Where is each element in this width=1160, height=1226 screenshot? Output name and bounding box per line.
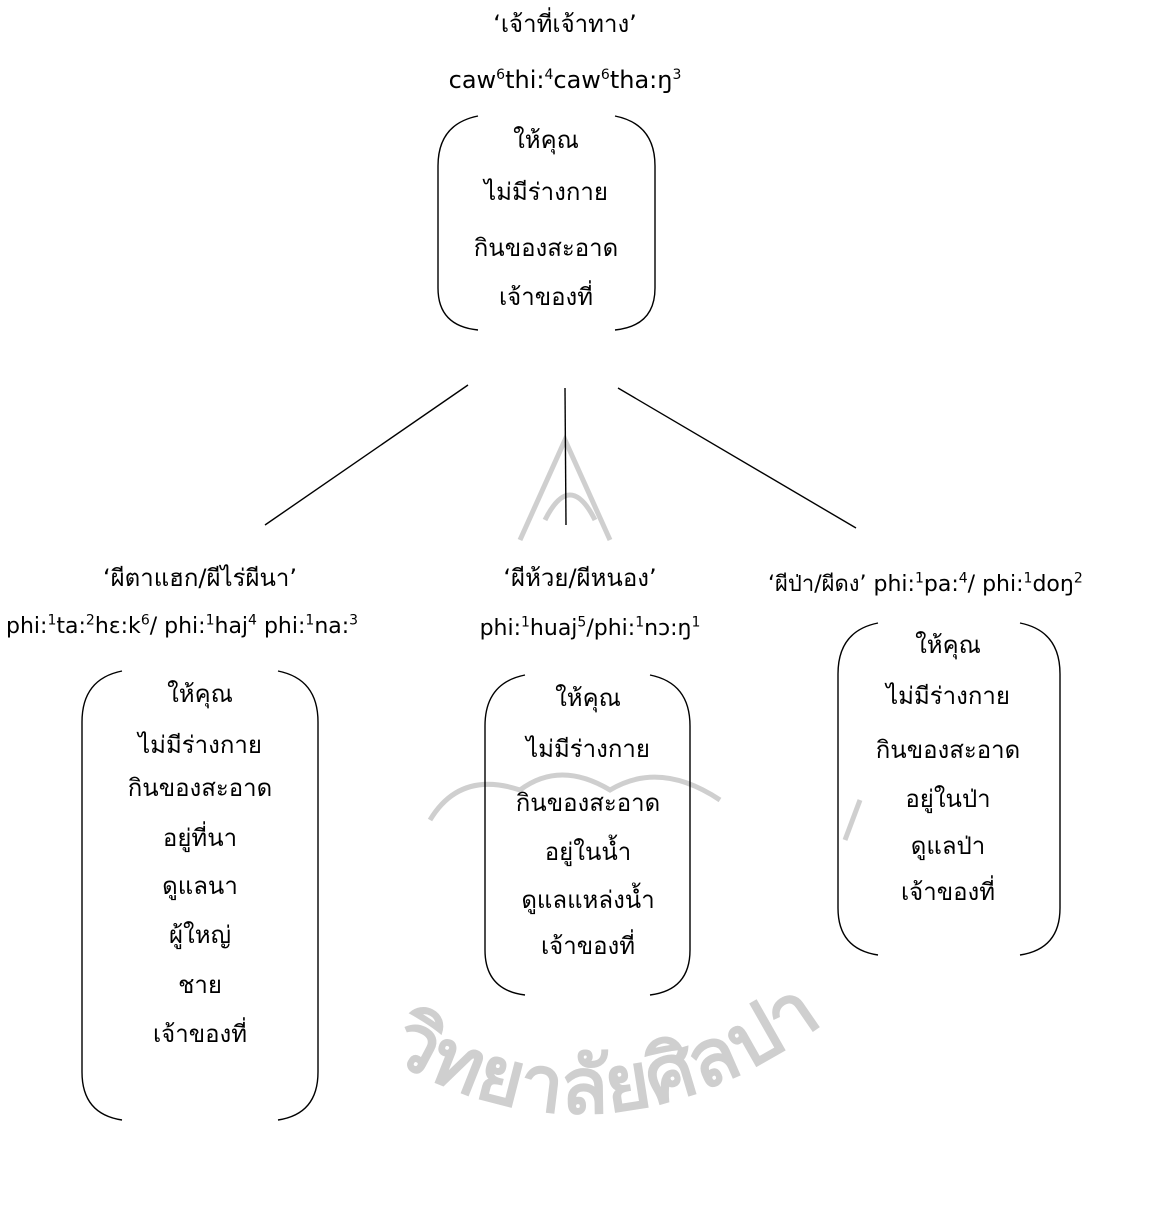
child-2-feature: ดูแลแหล่งน้ำ (521, 886, 655, 914)
child-1-feature: ให้คุณ (167, 680, 233, 708)
child-1-feature: อยู่ที่นา (162, 824, 238, 852)
roman-part: doŋ (1032, 572, 1074, 597)
root-feature: ไม่มีร่างกาย (484, 178, 608, 206)
child-1-feature: ดูแลนา (162, 872, 238, 900)
root-box-left-bracket (437, 115, 479, 331)
watermark-dome (542, 492, 598, 522)
child-3-box-right-bracket (1019, 622, 1061, 956)
roman-part: phi: (6, 614, 48, 639)
roman-part: phi: (866, 572, 915, 597)
tone-number: 1 (635, 614, 645, 631)
child-2-feature: กินของสะอาด (515, 789, 661, 817)
tone-number: 3 (672, 67, 682, 83)
roman-part: tha:ŋ (609, 66, 673, 94)
roman-part: / phi: (149, 614, 206, 639)
tone-number: 3 (349, 612, 359, 629)
roman-part: na: (314, 614, 350, 639)
root-feature: ให้คุณ (513, 126, 579, 154)
roman-part: caw (553, 66, 601, 94)
edge-to-child-2 (564, 387, 567, 526)
roman-part: nɔ:ŋ (644, 616, 692, 641)
child-1-romanization: phi:1ta:2hɛ:k6/ phi:1haj4 phi:1na:3 (6, 612, 359, 639)
child-2-feature: อยู่ในน้ำ (544, 838, 632, 866)
tone-number: 1 (305, 612, 315, 629)
child-3-box-left-bracket (837, 622, 879, 956)
root-feature: เจ้าของที่ (498, 283, 594, 311)
child-2-box-left-bracket (484, 674, 526, 996)
roman-part: phi: (256, 614, 306, 639)
child-3-feature: เจ้าของที่ (900, 878, 996, 906)
child-3-feature: ดูแลป่า (910, 832, 986, 860)
tone-number: 6 (140, 612, 150, 629)
watermark-cloud (427, 772, 722, 822)
child-2-feature: ไม่มีร่างกาย (526, 735, 650, 763)
tone-number: 4 (248, 612, 257, 629)
child-3-feature: กินของสะอาด (875, 736, 1021, 764)
roman-part: huaj (529, 616, 578, 641)
tone-number: 5 (577, 614, 587, 631)
tone-number: 2 (1073, 570, 1083, 587)
child-1-feature: ผู้ใหญ่ (168, 921, 232, 949)
child-1-thai-title: ‘ผีตาแฮก/ผีไร่ผีนา’ (102, 564, 298, 592)
root-feature: กินของสะอาด (473, 234, 619, 262)
roman-part: /phi: (586, 616, 636, 641)
child-1-box-right-bracket (277, 670, 319, 1121)
root-box-right-bracket (614, 115, 656, 331)
roman-part: haj (214, 614, 249, 639)
child-3-thai-title: ‘ผีป่า/ผีดง’ (768, 572, 867, 597)
edge-to-child-1 (264, 384, 469, 526)
roman-part: ta: (56, 614, 86, 639)
edge-to-child-3 (617, 387, 857, 529)
roman-part: pa: (923, 572, 959, 597)
roman-part: hɛ:k (94, 614, 141, 639)
root-romanization: caw6thi:4caw6tha:ŋ3 (449, 68, 682, 92)
roman-part: / phi: (967, 572, 1024, 597)
child-1-feature: ชาย (178, 971, 222, 999)
child-3-feature: อยู่ในป่า (905, 785, 991, 813)
tone-number: 2 (85, 612, 95, 629)
roman-part: caw (448, 66, 497, 94)
tone-number: 6 (600, 67, 610, 83)
child-1-feature: ไม่มีร่างกาย (138, 731, 262, 759)
child-3-feature: ให้คุณ (915, 631, 981, 659)
tone-number: 4 (544, 67, 554, 83)
tone-number: 4 (958, 570, 968, 587)
child-1-feature: เจ้าของที่ (152, 1020, 248, 1048)
tone-number: 1 (47, 612, 57, 629)
tone-number: 1 (914, 570, 924, 587)
roman-part: thi: (505, 66, 545, 94)
watermark-mark (842, 799, 863, 841)
child-2-box-right-bracket (649, 674, 691, 996)
tone-number: 1 (1023, 570, 1033, 587)
child-2-thai-title: ‘ผีห้วย/ผีหนอง’ (503, 564, 657, 592)
root-thai-title: ‘เจ้าที่เจ้าทาง’ (493, 10, 637, 38)
child-2-romanization: phi:1huaj5/phi:1nɔ:ŋ1 (479, 614, 701, 641)
child-2-feature: เจ้าของที่ (540, 932, 636, 960)
tone-number: 1 (521, 614, 530, 631)
tone-number: 6 (496, 67, 506, 83)
child-1-box-left-bracket (81, 670, 123, 1121)
roman-part: phi: (479, 616, 522, 641)
child-1-feature: กินของสะอาด (127, 774, 273, 802)
child-3-label: ‘ผีป่า/ผีดง’ phi:1pa:4/ phi:1doŋ2 (768, 570, 1083, 597)
child-3-feature: ไม่มีร่างกาย (886, 682, 1010, 710)
tone-number: 1 (691, 614, 701, 631)
tone-number: 1 (205, 612, 215, 629)
child-2-feature: ให้คุณ (555, 684, 621, 712)
